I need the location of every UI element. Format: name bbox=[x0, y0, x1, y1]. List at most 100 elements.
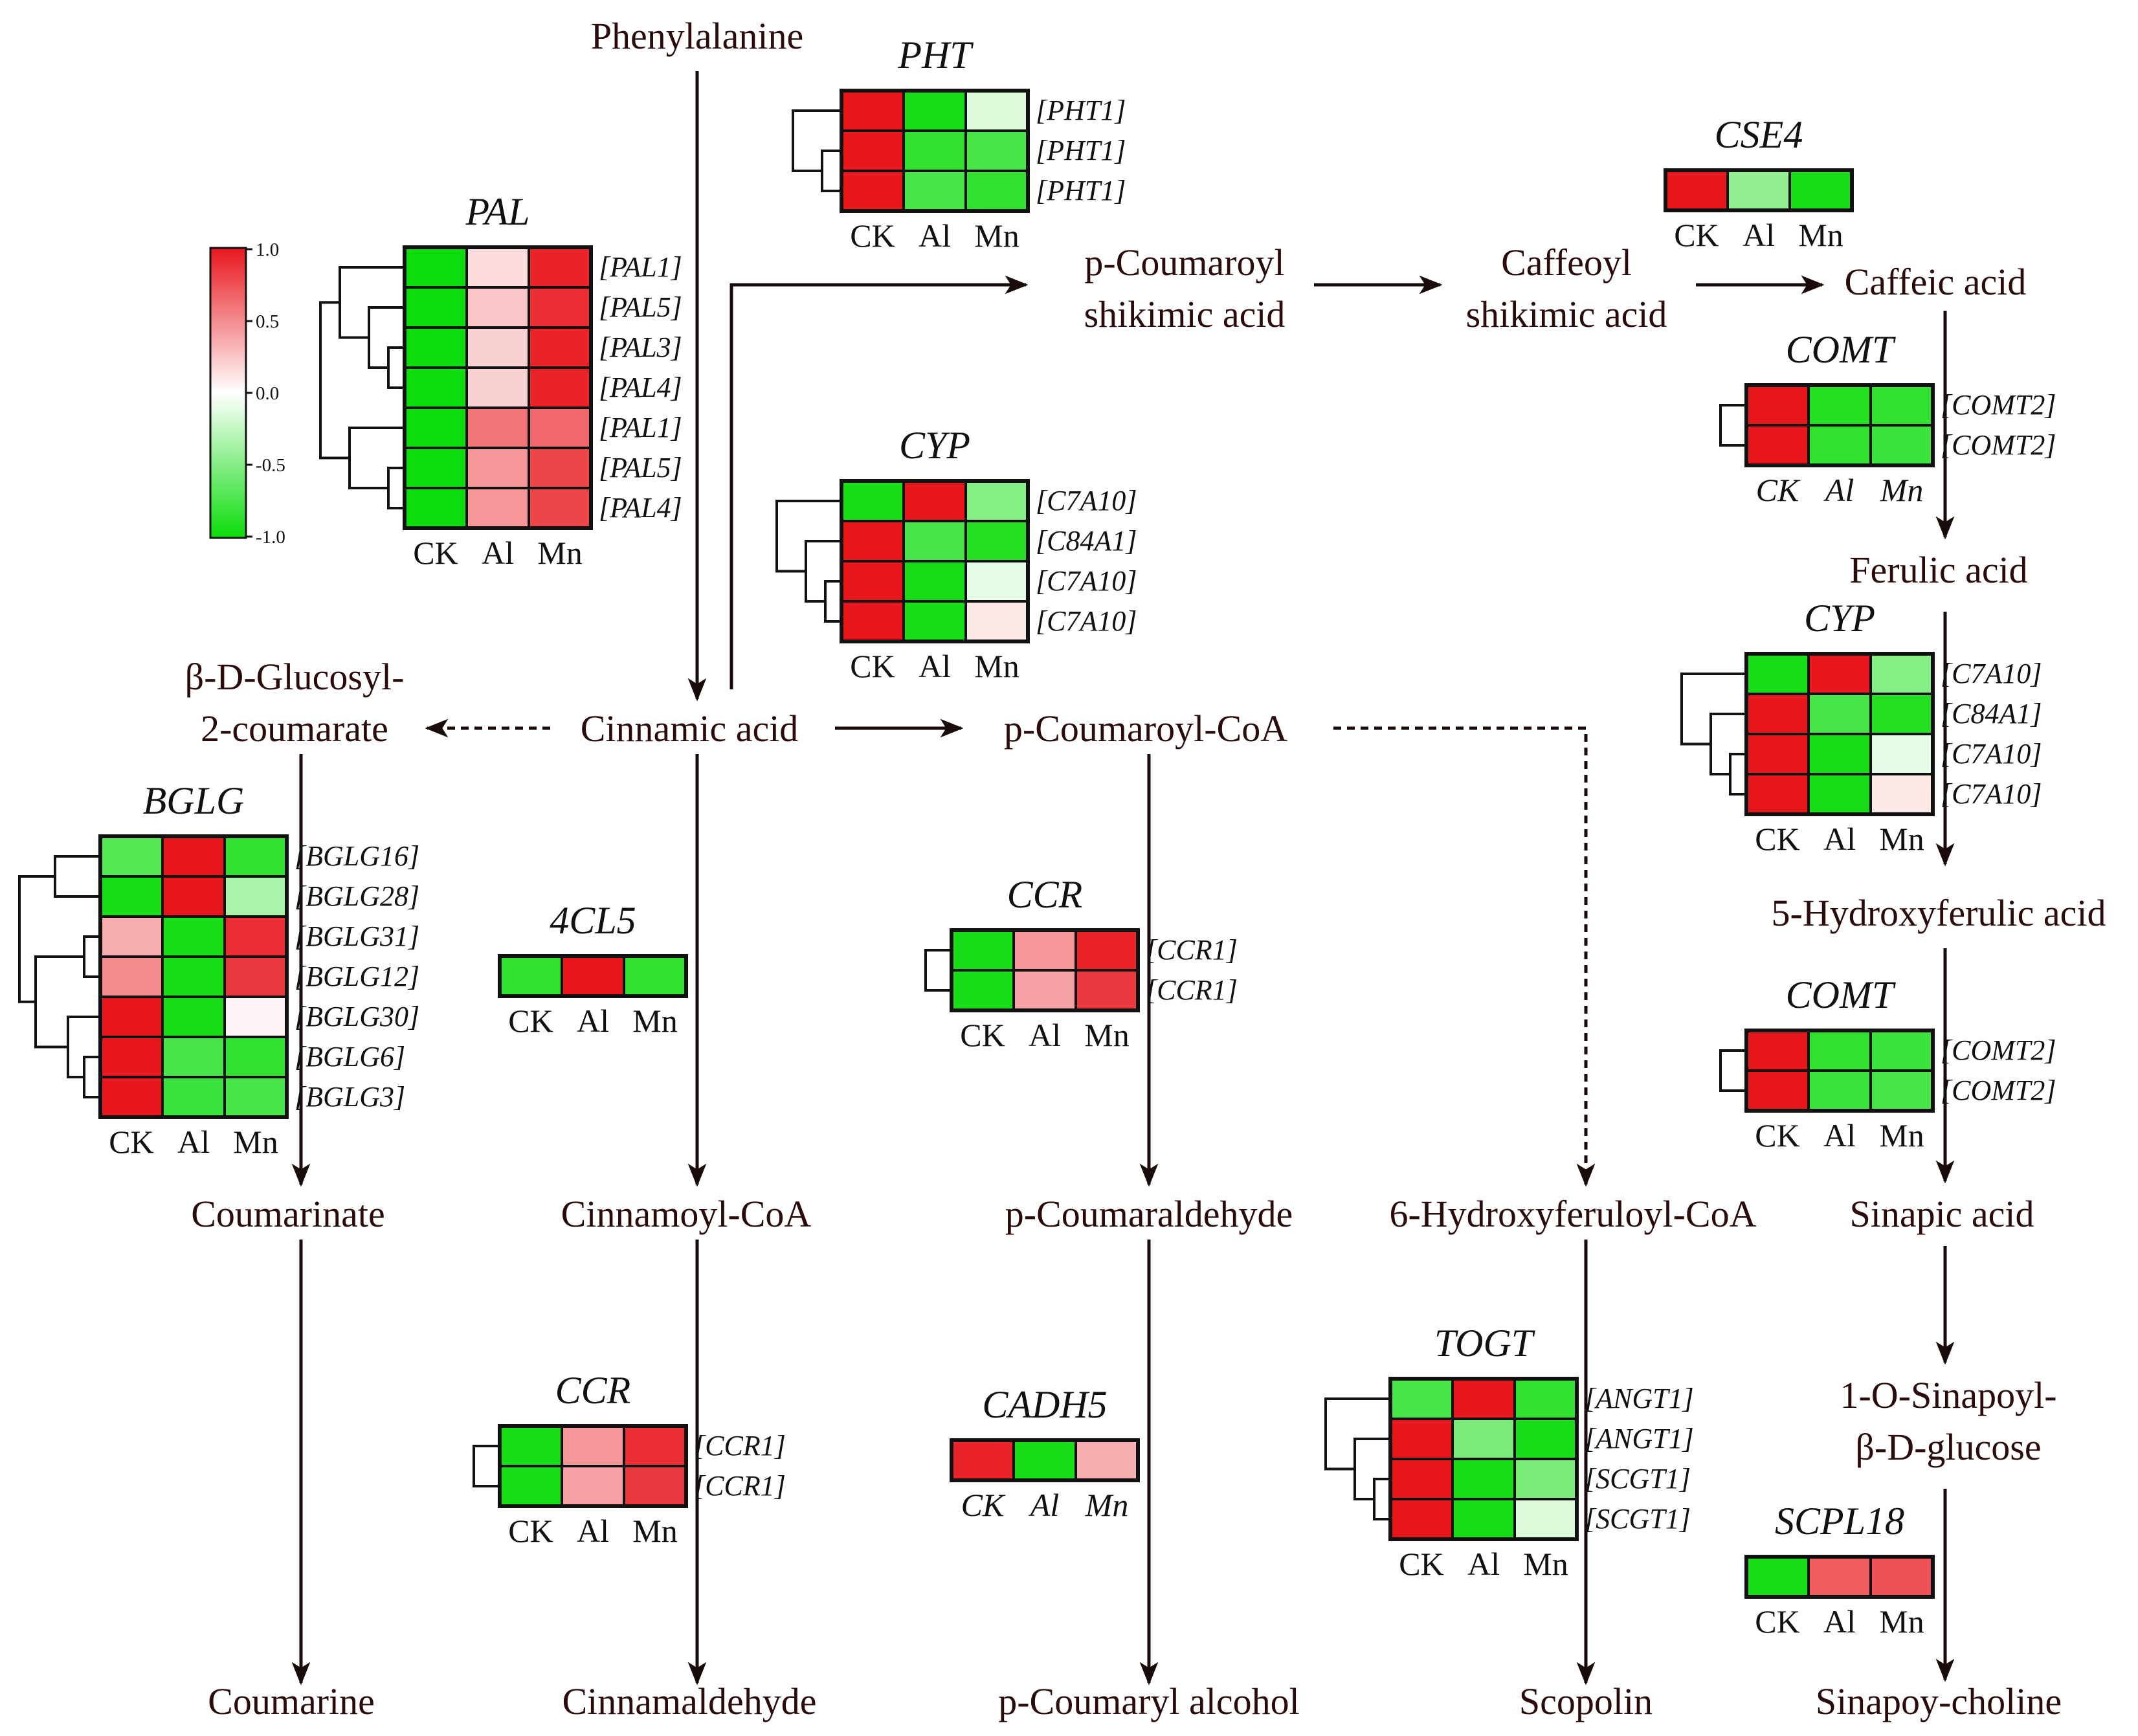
heatmap-cell bbox=[1807, 424, 1872, 467]
scale-label-min: -1.0 bbox=[256, 527, 285, 548]
heatmap-cell bbox=[403, 406, 468, 449]
gene-label: [ANGT1] bbox=[1585, 1383, 1694, 1414]
scale-label-half: 0.5 bbox=[256, 311, 279, 332]
column-label: Al bbox=[177, 1124, 210, 1160]
gene-label: [PHT1] bbox=[1036, 175, 1126, 206]
gene-label: [SCGT1] bbox=[1585, 1503, 1691, 1535]
column-label: Al bbox=[1823, 472, 1854, 508]
label-scopolin: Scopolin bbox=[1519, 1680, 1653, 1722]
gene-label: [CCR1] bbox=[1146, 974, 1238, 1006]
heatmap-cell bbox=[902, 480, 967, 522]
gene-label: [PAL1] bbox=[599, 412, 682, 443]
heatmap-cell bbox=[1745, 424, 1810, 467]
dendrogram-branch bbox=[1680, 673, 1746, 746]
heatmap-cell bbox=[223, 835, 288, 878]
heatmap-cell bbox=[223, 996, 288, 1038]
dendrogram-branch bbox=[805, 540, 841, 603]
heatmap-cell bbox=[223, 955, 288, 998]
column-label: Al bbox=[919, 648, 951, 684]
heatmap-cell bbox=[1745, 384, 1810, 427]
heatmap-cell bbox=[1513, 1377, 1578, 1420]
dendrogram-branch bbox=[368, 306, 405, 369]
pathway-arrows bbox=[291, 71, 1955, 1686]
dendrogram-branch bbox=[1729, 753, 1746, 796]
heatmap-cell bbox=[161, 835, 226, 878]
gene-label: [PAL5] bbox=[599, 452, 682, 484]
heatmap-pal: PAL[PAL1][PAL5][PAL3][PAL4][PAL1][PAL5][… bbox=[319, 190, 682, 571]
heatmap-cell bbox=[1745, 1069, 1810, 1112]
heatmap-cell bbox=[223, 875, 288, 918]
heatmap-cell bbox=[840, 89, 905, 132]
heatmap-cell bbox=[1745, 773, 1810, 816]
heatmap-cell bbox=[964, 520, 1029, 562]
column-label: CK bbox=[413, 535, 458, 571]
column-label: Al bbox=[1743, 217, 1775, 253]
dendrogram-branch bbox=[792, 109, 841, 172]
gene-label: [BGLG31] bbox=[295, 920, 419, 952]
scale-label-neg-half: -0.5 bbox=[256, 455, 285, 476]
column-label: Al bbox=[1823, 1117, 1856, 1153]
dendrogram-branch bbox=[1353, 1438, 1390, 1500]
heatmap-cell bbox=[902, 89, 967, 132]
heatmap-cell bbox=[1788, 169, 1853, 212]
heatmap-cell bbox=[498, 1465, 563, 1508]
dendrogram-branch bbox=[1324, 1397, 1390, 1471]
heatmap-cell bbox=[950, 929, 1015, 972]
heatmap-cell bbox=[561, 1465, 625, 1508]
heatmap-cell bbox=[465, 406, 530, 449]
label-coumaroyl-shikimic-2: shikimic acid bbox=[1084, 293, 1286, 335]
column-label: CK bbox=[1399, 1546, 1443, 1582]
heatmap-border bbox=[1744, 652, 1935, 816]
heatmap-cell bbox=[403, 326, 468, 369]
heatmap-cell bbox=[1389, 1498, 1454, 1541]
label-coumaraldehyde: p-Coumaraldehyde bbox=[1005, 1193, 1293, 1235]
heatmap-cell bbox=[498, 1425, 563, 1467]
dendrogram-branch bbox=[824, 580, 841, 623]
label-coumaroyl-shikimic-1: p-Coumaroyl bbox=[1084, 241, 1284, 284]
column-label: Al bbox=[1467, 1546, 1500, 1582]
heatmap-cell bbox=[1745, 733, 1810, 775]
heatmap-cell bbox=[528, 286, 592, 329]
label-coumaroyl-coa: p-Coumaroyl-CoA bbox=[1004, 707, 1287, 750]
heatmap-cell bbox=[561, 1425, 625, 1467]
column-label: CK bbox=[1755, 821, 1799, 857]
column-label: Mn bbox=[632, 1513, 677, 1549]
heatmap-cell bbox=[1389, 1458, 1454, 1500]
heatmap-cell bbox=[1807, 1029, 1872, 1072]
heatmap-cell bbox=[1807, 1555, 1872, 1598]
label-caffeic-acid: Caffeic acid bbox=[1845, 261, 2027, 303]
gene-label: [CCR1] bbox=[1146, 934, 1238, 966]
heatmap-cell bbox=[99, 1036, 164, 1078]
dendrogram-branch bbox=[924, 949, 952, 992]
column-label: CK bbox=[850, 217, 895, 254]
gene-label: [C7A10] bbox=[1036, 485, 1137, 517]
heatmap-cell bbox=[99, 875, 164, 918]
gene-label: [BGLG16] bbox=[295, 840, 419, 872]
heatmap-cell bbox=[964, 170, 1029, 212]
column-label: Al bbox=[1029, 1487, 1059, 1523]
gene-label: [C84A1] bbox=[1941, 698, 2042, 729]
gene-label: [CCR1] bbox=[694, 1470, 786, 1502]
label-caffeoyl-shikimic-2: shikimic acid bbox=[1466, 293, 1667, 335]
heatmap-cell bbox=[99, 835, 164, 878]
heatmap-cell bbox=[99, 915, 164, 958]
heatmap-cell bbox=[623, 955, 687, 997]
heatmap-cell bbox=[950, 969, 1015, 1012]
heatmap-cell bbox=[840, 480, 905, 522]
heatmap-cell bbox=[1869, 424, 1934, 467]
heatmap-cell bbox=[465, 366, 530, 409]
dendrogram-branch bbox=[83, 1056, 100, 1098]
label-glucosyl-coumarate-1: β-D-Glucosyl- bbox=[185, 656, 405, 698]
heatmap-cell bbox=[1869, 1555, 1934, 1598]
heatmaps: PAL[PAL1][PAL5][PAL3][PAL4][PAL1][PAL5][… bbox=[18, 34, 2056, 1640]
column-label: CK bbox=[508, 1003, 553, 1039]
heatmap-border bbox=[1744, 1555, 1935, 1599]
heatmap-cell bbox=[1745, 693, 1810, 735]
heatmap-cell bbox=[498, 955, 563, 997]
gene-label: [COMT2] bbox=[1941, 429, 2056, 461]
heatmap-border bbox=[840, 479, 1030, 643]
